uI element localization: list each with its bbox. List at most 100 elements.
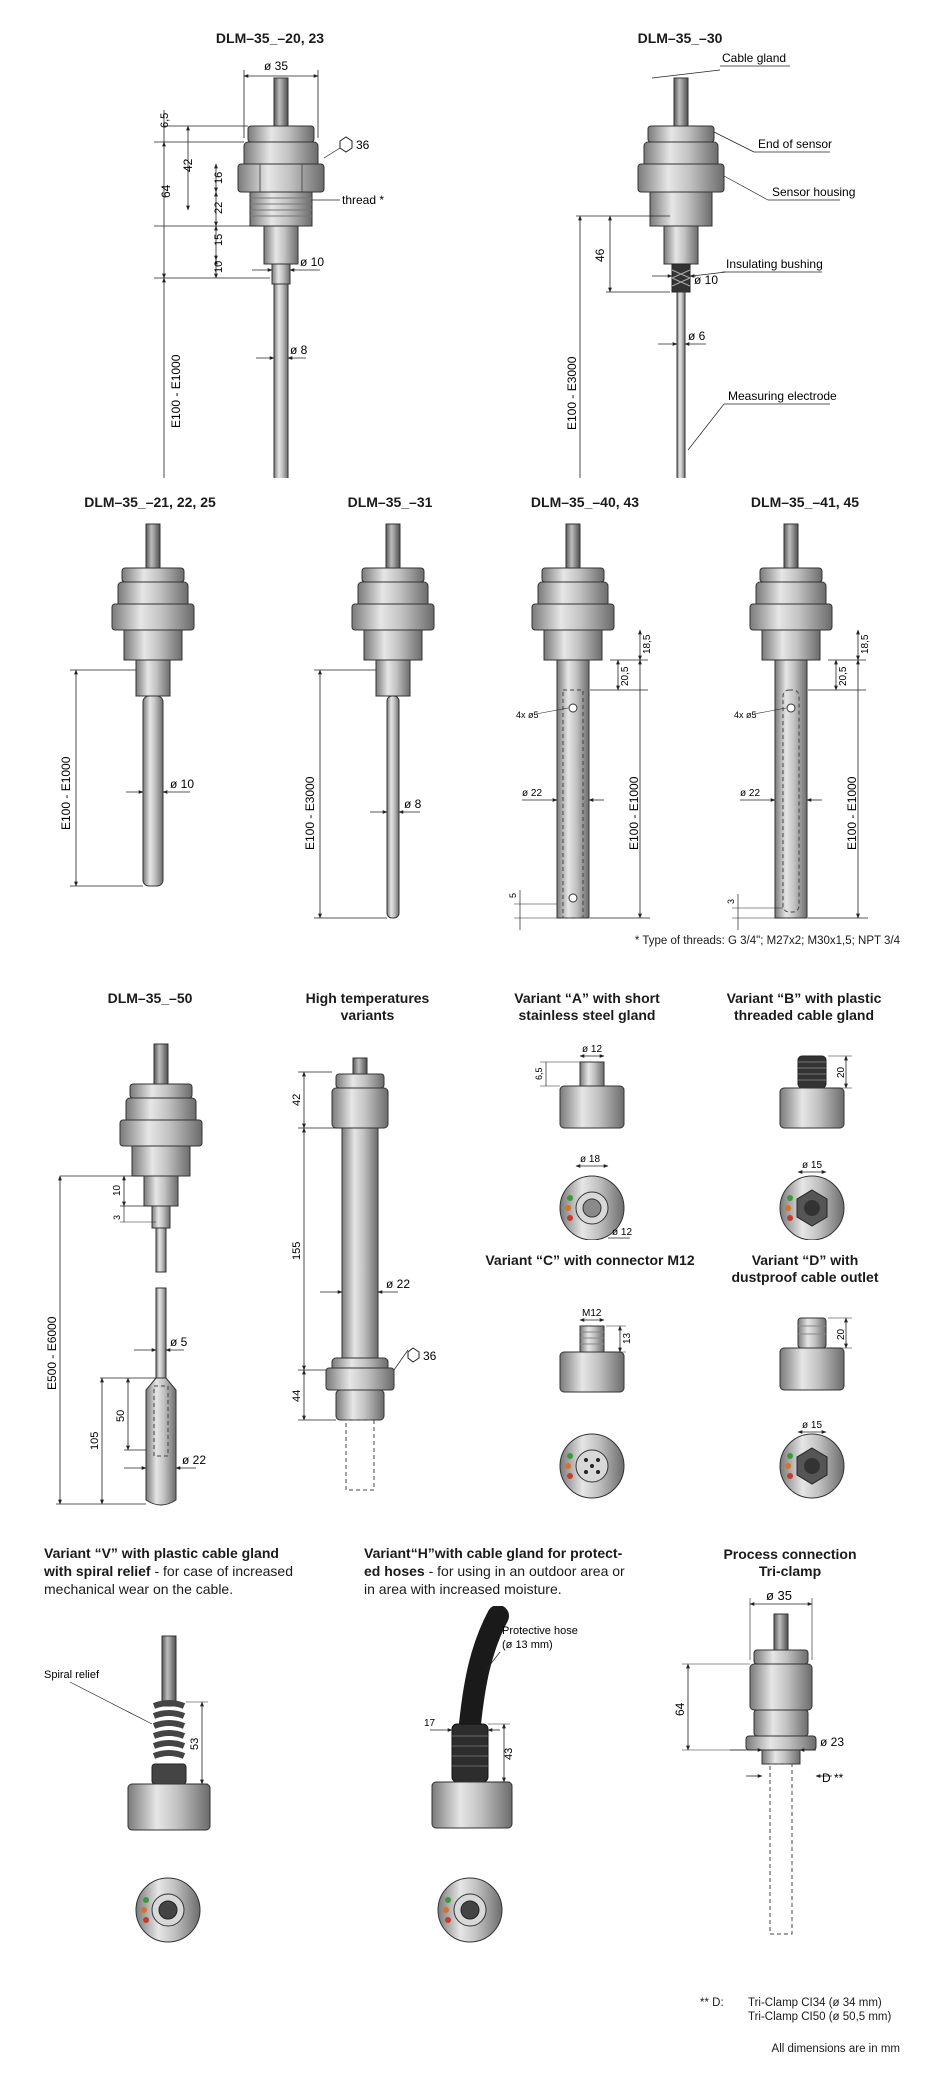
section-title-50: DLM–35_–50 xyxy=(107,990,193,1006)
dim-d12b: ø 12 xyxy=(612,1227,632,1238)
sensor-drawing-20-23: ø 35 64 42 6,5 16 22 15 10 E100 - E1000 … xyxy=(154,59,384,478)
variant-h-drawing: Protective hose (ø 13 mm) 17 43 xyxy=(424,1606,578,1943)
sensor-drawing-high-temp: 42 155 44 ø 22 36 xyxy=(291,1057,437,1491)
section-title-variant-c: Variant “C” with connector M12 xyxy=(485,1252,695,1268)
section-title-31: DLM–35_–31 xyxy=(347,494,433,510)
dim-h64: 64 xyxy=(159,184,173,198)
dim-h3: 3 xyxy=(112,1215,122,1220)
dim-length: E100 - E1000 xyxy=(169,354,183,428)
dim-h18-5: 18,5 xyxy=(642,634,653,654)
label-hose-diameter: (ø 13 mm) xyxy=(502,1639,553,1651)
dim-holes: 4x ø5 xyxy=(734,710,757,720)
dim-h42: 42 xyxy=(181,158,195,172)
sensor-drawing-40-43: 18,5 20,5 E100 - E1000 4x ø5 ø 22 5 xyxy=(508,523,653,930)
dim-h6-5: 6,5 xyxy=(534,1067,544,1080)
label-end-of-sensor: End of sensor xyxy=(758,137,832,151)
variant-b-drawing: 20 ø 15 xyxy=(779,1055,852,1240)
dim-h64: 64 xyxy=(673,1702,687,1716)
section-title-30: DLM–35_–30 xyxy=(637,30,723,46)
dim-h53: 53 xyxy=(189,1738,201,1750)
dim-d22: ø 22 xyxy=(182,1453,206,1467)
dim-h50: 50 xyxy=(115,1410,127,1422)
dim-D: D ** xyxy=(822,1771,844,1785)
dim-thread: thread * xyxy=(342,193,384,207)
section-title-20-23: DLM–35_–20, 23 xyxy=(215,30,325,46)
label-protective-hose: Protective hose xyxy=(502,1625,578,1637)
variant-v-drawing: Spiral relief 53 xyxy=(44,1635,211,1943)
dim-h22: 22 xyxy=(213,202,225,214)
dim-h20: 20 xyxy=(836,1328,847,1340)
dim-h20-5: 20,5 xyxy=(620,666,631,686)
dim-length: E100 - E3000 xyxy=(565,356,579,430)
dim-h10: 10 xyxy=(112,1184,123,1196)
dim-d35: ø 35 xyxy=(766,1588,792,1603)
dim-d22: ø 22 xyxy=(386,1277,410,1291)
dim-h105: 105 xyxy=(89,1432,101,1450)
dim-d10: ø 10 xyxy=(300,255,324,269)
hex-icon xyxy=(339,136,353,153)
dim-d6: ø 6 xyxy=(688,329,706,343)
threads-note: * Type of threads: G 3/4"; M27x2; M30x1,… xyxy=(634,935,900,947)
label-insulating-bushing: Insulating bushing xyxy=(726,257,823,271)
label-spiral-relief: Spiral relief xyxy=(44,1669,100,1681)
label-measuring-electrode: Measuring electrode xyxy=(728,389,837,403)
dim-length: E100 - E3000 xyxy=(303,776,317,850)
variant-d-drawing: 20 ø 15 xyxy=(779,1317,852,1499)
dim-d23: ø 23 xyxy=(820,1735,844,1749)
dim-length: E500 - E6000 xyxy=(45,1316,59,1390)
dim-length: E100 - E1000 xyxy=(627,776,641,850)
dim-d12: ø 12 xyxy=(582,1044,602,1055)
footnote-line-2: Tri-Clamp CI50 (ø 50,5 mm) xyxy=(748,2011,892,2023)
sensor-drawing-21-22-25: E100 - E1000 ø 10 xyxy=(59,523,195,887)
dim-holes: 4x ø5 xyxy=(516,710,539,720)
dim-hex36: 36 xyxy=(356,138,370,152)
dim-d5: ø 5 xyxy=(170,1335,188,1349)
variant-c-drawing: M12 13 xyxy=(559,1308,633,1499)
dim-h5: 5 xyxy=(508,893,518,898)
dim-h155: 155 xyxy=(291,1242,303,1260)
dim-length: E100 - E1000 xyxy=(845,776,859,850)
section-title-40-43: DLM–35_–40, 43 xyxy=(530,494,640,510)
dim-h18-5: 18,5 xyxy=(860,634,871,654)
sensor-drawing-41-45: 18,5 20,5 E100 - E1000 4x ø5 ø 22 3 xyxy=(726,523,871,930)
hex-icon xyxy=(407,1347,420,1363)
variant-a-drawing: ø 12 6,5 ø 18 ø 12 xyxy=(534,1044,632,1240)
dim-d22: ø 22 xyxy=(740,788,760,799)
dim-h20-5: 20,5 xyxy=(838,666,849,686)
dim-hex36: 36 xyxy=(423,1349,437,1363)
dim-h44: 44 xyxy=(291,1390,303,1402)
dim-h6-5: 6,5 xyxy=(159,113,171,128)
dim-length: E100 - E1000 xyxy=(59,756,73,830)
dim-h16: 16 xyxy=(213,172,225,184)
dim-h20: 20 xyxy=(836,1066,847,1078)
dim-h3: 3 xyxy=(726,899,736,904)
dim-m12: M12 xyxy=(582,1308,602,1319)
footnote-prefix: ** D: xyxy=(700,1997,724,2009)
dim-h43: 43 xyxy=(503,1748,515,1760)
label-sensor-housing: Sensor housing xyxy=(772,185,855,199)
dim-d10: ø 10 xyxy=(694,273,718,287)
dim-h15: 15 xyxy=(213,234,225,246)
dim-h46: 46 xyxy=(593,248,607,262)
dim-d8: ø 8 xyxy=(290,343,308,357)
sensor-drawing-30: Cable gland End of sensor Sensor housing… xyxy=(565,51,855,478)
dim-h42: 42 xyxy=(291,1094,303,1106)
dim-d22: ø 22 xyxy=(522,788,542,799)
section-title-41-45: DLM–35_–41, 45 xyxy=(750,494,860,510)
dim-d8: ø 8 xyxy=(404,797,422,811)
dim-d15: ø 15 xyxy=(802,1160,822,1171)
dim-h17: 17 xyxy=(424,1718,436,1729)
tri-clamp-drawing: ø 35 64 ø 23 D ** xyxy=(673,1588,844,1935)
sensor-drawing-31: E100 - E3000 ø 8 xyxy=(303,523,435,919)
units-note: All dimensions are in mm xyxy=(771,2043,900,2055)
dim-h10: 10 xyxy=(213,261,225,273)
sensor-drawing-50: 10 3 ø 5 50 105 E500 - E6000 ø 22 xyxy=(45,1043,206,1506)
dim-d18: ø 18 xyxy=(580,1154,600,1165)
label-cable-gland: Cable gland xyxy=(722,51,786,65)
